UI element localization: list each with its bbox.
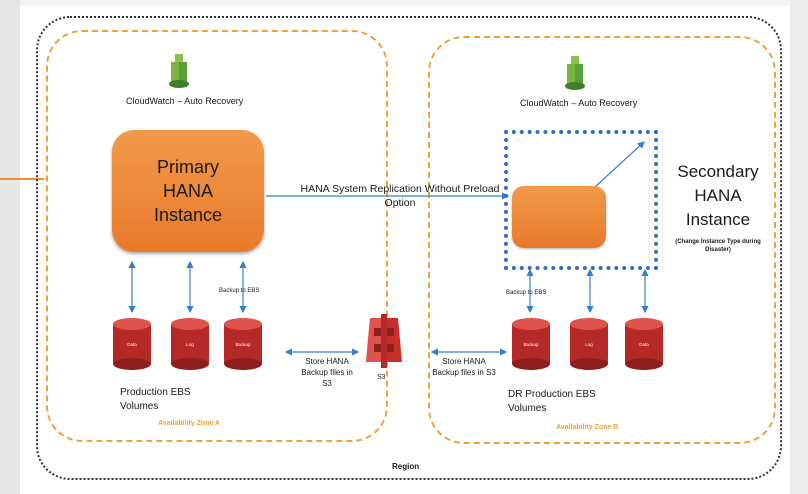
primary-title: Primary HANA Instance xyxy=(153,157,223,225)
availability-zone-a-label: Availability Zone A xyxy=(158,420,221,427)
backup-note-a: Backup to EBS xyxy=(219,288,260,294)
ebs-volume-icon: Data xyxy=(113,318,151,375)
cloudwatch-label-a: CloudWatch – Auto Recovery xyxy=(126,96,244,106)
replication-label: HANA System Replication Without Preload … xyxy=(300,183,500,209)
store-note-b: Store HANA Backup files in S3 xyxy=(432,357,496,377)
s3-bucket-icon xyxy=(366,314,402,368)
secondary-instance-boundary xyxy=(504,130,658,270)
availability-zone-b xyxy=(428,36,776,444)
cloudwatch-label-b: CloudWatch – Auto Recovery xyxy=(520,98,638,108)
secondary-scale-arrow xyxy=(595,141,645,187)
backup-note-b: Backup to EBS xyxy=(506,290,547,296)
right-margin xyxy=(790,0,808,494)
secondary-hana-instance xyxy=(512,186,606,248)
s3-label: S3 xyxy=(377,374,386,381)
orange-accent-line xyxy=(0,178,44,180)
cloudwatch-icon xyxy=(169,54,189,88)
volume-label: Log xyxy=(585,342,593,347)
ebs-volume-icon: Backup xyxy=(224,318,262,375)
availability-zone-b-label: Availability Zone B xyxy=(556,424,619,431)
production-volumes-caption: Production EBS Volumes xyxy=(120,387,191,412)
region-boundary xyxy=(36,16,782,480)
store-note-a: Store HANA Backup files in S3 xyxy=(301,357,353,388)
secondary-note: (Change Instance Type during Disaster) xyxy=(675,239,761,253)
region-label: Region xyxy=(392,462,420,471)
ebs-volume-icon: Log xyxy=(570,318,608,375)
volume-label: Log xyxy=(186,342,194,347)
volume-label: Data xyxy=(639,342,649,347)
availability-zone-a xyxy=(46,30,388,442)
volume-label: Backup xyxy=(523,342,539,347)
secondary-title: Secondary HANA Instance xyxy=(677,162,759,229)
primary-hana-instance: Primary HANA Instance xyxy=(112,130,264,252)
volume-label: Data xyxy=(127,342,137,347)
ebs-volume-icon: Log xyxy=(171,318,209,375)
volume-label: Backup xyxy=(235,342,251,347)
ebs-volume-icon: Data xyxy=(625,318,663,375)
left-margin xyxy=(0,0,20,494)
dr-volumes-caption: DR Production EBS Volumes xyxy=(508,389,596,414)
top-margin xyxy=(20,0,790,6)
ebs-volume-icon: Backup xyxy=(512,318,550,375)
cloudwatch-icon xyxy=(565,56,585,90)
